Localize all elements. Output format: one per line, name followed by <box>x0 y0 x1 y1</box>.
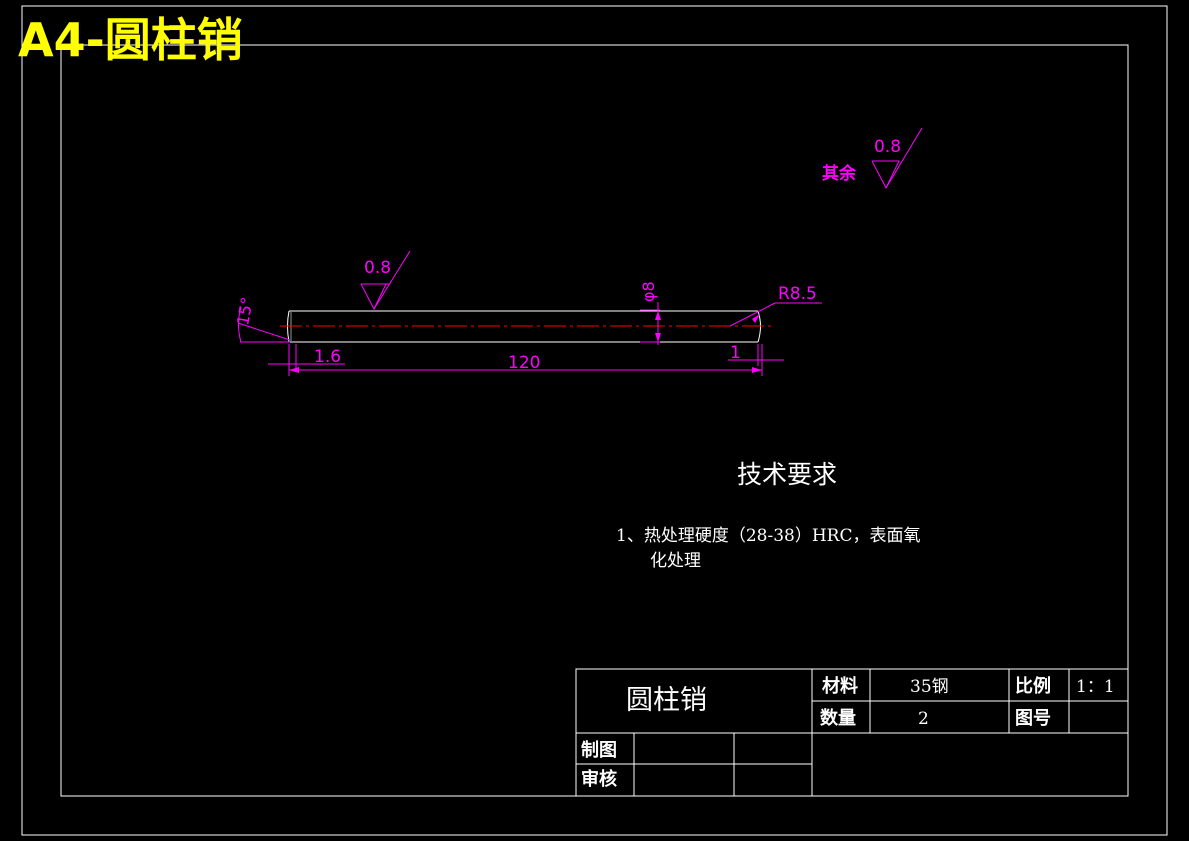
quantity-value: 2 <box>918 709 929 729</box>
scale-value: 1：1 <box>1076 677 1115 697</box>
quantity-label: 数量 <box>820 707 856 729</box>
diameter-label: φ8 <box>639 281 658 302</box>
drawing-no-label: 图号 <box>1015 708 1051 729</box>
face-roughness-value: 0.8 <box>364 258 391 278</box>
title-block <box>575 668 1129 797</box>
left-offset-label: 1.6 <box>314 347 341 367</box>
other-roughness-value: 0.8 <box>874 137 901 157</box>
drawn-label: 制图 <box>581 740 617 761</box>
scale-label: 比例 <box>1015 675 1051 697</box>
tech-req-line1: 1、热处理硬度（28-38）HRC，表面氧 <box>616 526 920 546</box>
other-surface-label: 其余 <box>822 163 857 184</box>
sheet-title: A4-圆柱销 <box>18 13 243 67</box>
outer-border <box>21 5 1168 836</box>
radius-label: R8.5 <box>778 284 817 304</box>
part-name: 圆柱销 <box>626 685 707 716</box>
dimension-arrows <box>289 311 762 373</box>
dimension-lines <box>237 127 923 376</box>
right-offset-label: 1 <box>730 343 741 363</box>
chamfer-angle-label: 15° <box>233 295 257 326</box>
material-label: 材料 <box>822 675 858 697</box>
tech-req-heading: 技术要求 <box>737 460 837 489</box>
length-label: 120 <box>508 353 540 373</box>
inner-border <box>60 44 1129 797</box>
checked-label: 审核 <box>581 768 617 790</box>
tech-req-line2: 化处理 <box>650 551 701 571</box>
material-value: 35钢 <box>910 677 949 697</box>
